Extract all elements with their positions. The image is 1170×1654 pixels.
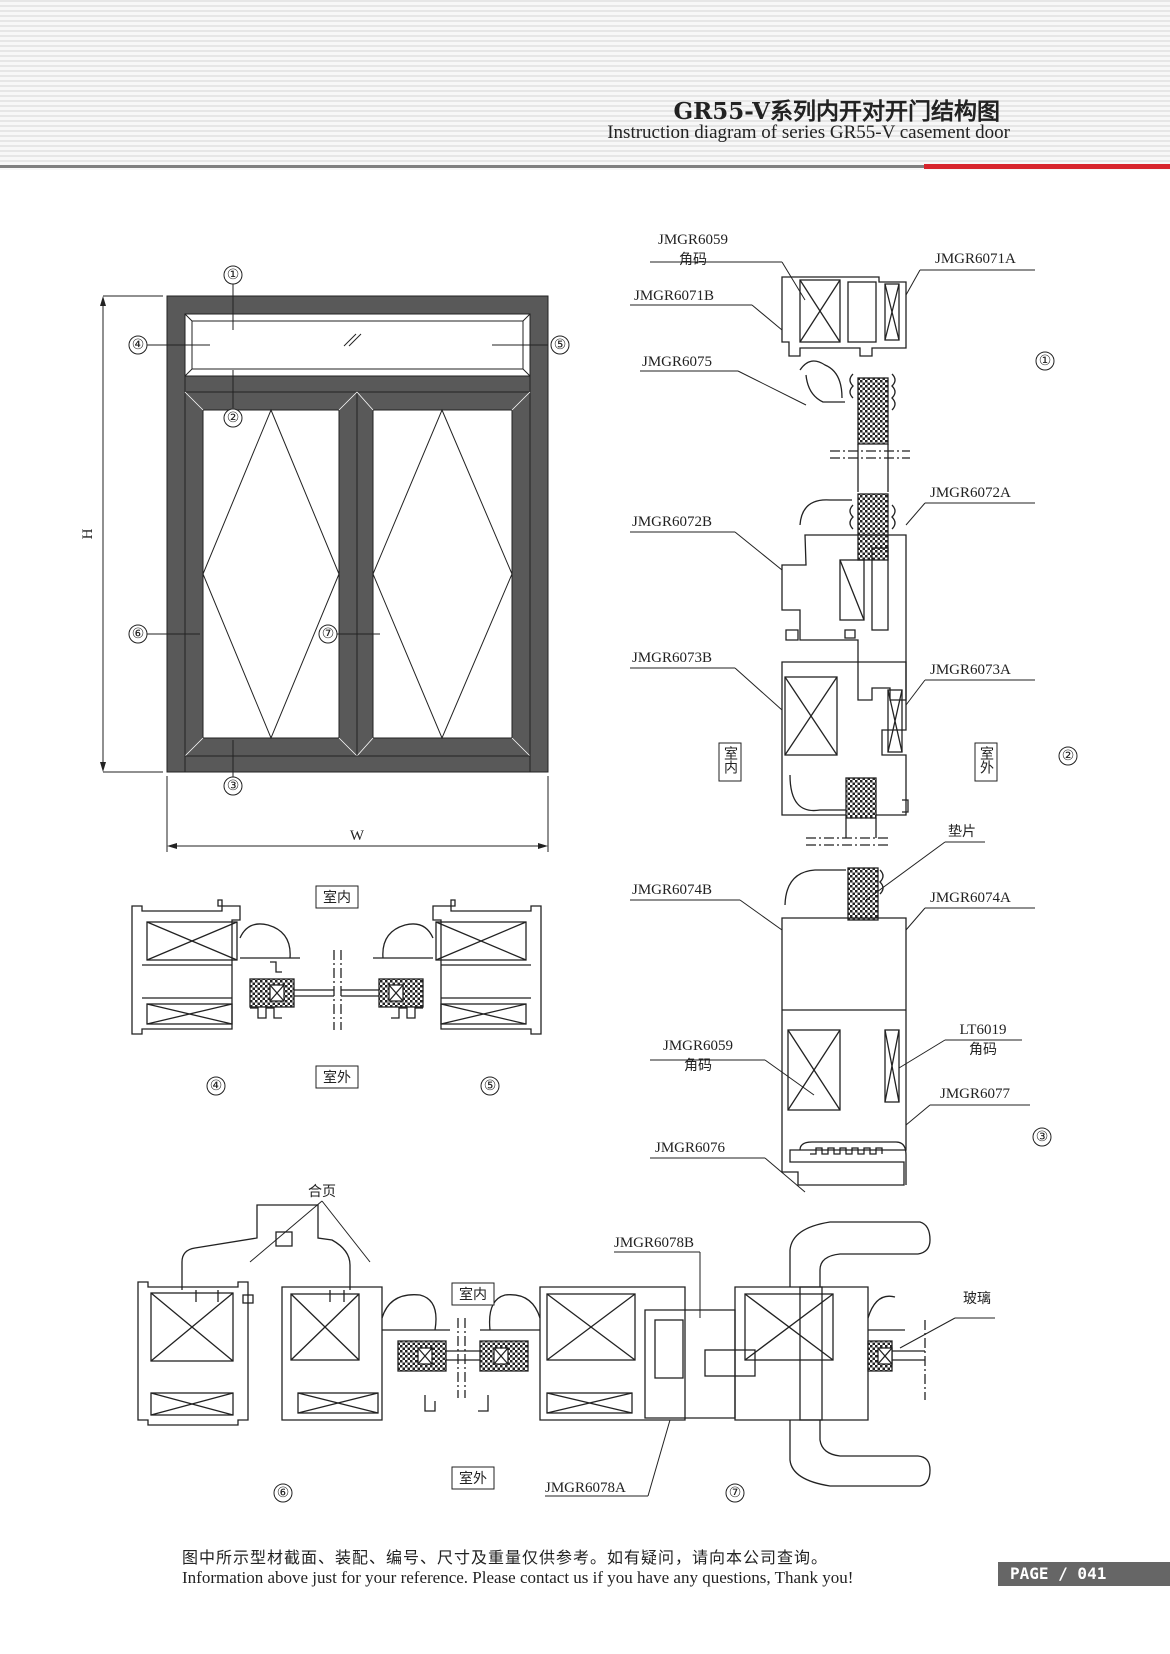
label-jmgr6059-bottom: JMGR6059 (663, 1038, 733, 1054)
horizontal-marker-6: ⑥ (277, 1485, 290, 1501)
transom-section-labels: 室内 室外 ④ ⑤ (206, 885, 500, 1096)
elevation-marker-1: ① (227, 267, 240, 283)
label-lt6019: LT6019 (960, 1022, 1007, 1038)
label-jmgr6078b: JMGR6078B (614, 1235, 694, 1251)
elevation-left-sash (184, 391, 358, 757)
label-jmgr6073b: JMGR6073B (632, 650, 712, 666)
door-elevation: ① ② ③ ④ ⑤ ⑥ ⑦ H W (80, 265, 570, 852)
label-jmgr6074b: JMGR6074B (632, 882, 712, 898)
label-jmgr6078a: JMGR6078A (545, 1480, 626, 1496)
elevation-marker-3: ③ (227, 778, 240, 794)
label-hinge: 合页 (308, 1184, 336, 1200)
label-jmgr6072a: JMGR6072A (930, 485, 1011, 501)
section-marker-3: ③ (1036, 1129, 1049, 1145)
elevation-right-sash (356, 391, 531, 757)
horizontal-outdoor-label: 室外 (459, 1470, 487, 1487)
left-sash-swing-indicator (202, 408, 340, 740)
transom-outdoor-label: 室外 (323, 1069, 351, 1086)
label-lt6019-sub: 角码 (969, 1042, 997, 1058)
title-rule (0, 165, 924, 168)
transom-marker-4: ④ (210, 1078, 223, 1094)
label-glass: 玻璃 (963, 1290, 991, 1307)
label-jmgr6071a: JMGR6071A (935, 251, 1016, 267)
header-stripe-band (0, 0, 1170, 170)
horizontal-indoor-label: 室内 (459, 1286, 487, 1303)
elevation-transom-bar (184, 375, 531, 393)
elevation-marker-6: ⑥ (132, 626, 145, 642)
label-jmgr6077: JMGR6077 (940, 1086, 1011, 1102)
horizontal-section-labels: 合页 JMGR6078B 玻璃 JMGR6078A 室内 室外 ⑥ ⑦ (249, 1184, 995, 1503)
elevation-marker-5: ⑤ (554, 337, 567, 353)
label-jmgr6076: JMGR6076 (655, 1140, 726, 1156)
vertical-section-outdoor-label: 室外 (978, 745, 994, 774)
horizontal-section (137, 1204, 931, 1487)
elevation-marker-7: ⑦ (322, 626, 335, 642)
elevation-marker-2: ② (227, 410, 240, 426)
label-jmgr6071b: JMGR6071B (634, 288, 714, 304)
page-number-badge: PAGE / 041 (998, 1562, 1170, 1586)
vertical-section-labels: JMGR6059 角码 JMGR6071A JMGR6071B JMGR6075… (630, 232, 1078, 1193)
label-jmgr6059-top: JMGR6059 (658, 232, 728, 248)
label-jmgr6075: JMGR6075 (642, 354, 712, 370)
transom-indoor-label: 室内 (323, 889, 351, 906)
footer-note-en: Information above just for your referenc… (182, 1568, 854, 1587)
label-gasket: 垫片 (948, 824, 976, 840)
elevation-marker-4: ④ (132, 337, 145, 353)
footer-note-zh: 图中所示型材截面、装配、编号、尺寸及重量仅供参考。如有疑问，请向本公司查询。 (182, 1548, 829, 1567)
transom-section (131, 899, 542, 1035)
page-subtitle: Instruction diagram of series GR55-V cas… (607, 122, 1010, 143)
label-jmgr6074a: JMGR6074A (930, 890, 1011, 906)
height-dimension-label: H (80, 528, 96, 539)
width-dimension-label: W (350, 828, 365, 844)
label-jmgr6073a: JMGR6073A (930, 662, 1011, 678)
page-title: GR55-V系列内开对开门结构图 (673, 98, 1000, 125)
section-marker-2: ② (1062, 748, 1075, 764)
title-rule-accent (924, 164, 1170, 169)
horizontal-marker-7: ⑦ (729, 1485, 742, 1501)
section-marker-1: ① (1039, 353, 1052, 369)
label-jmgr6059-top-sub: 角码 (679, 252, 707, 268)
right-sash-swing-indicator (372, 408, 513, 740)
vertical-section-indoor-label: 室内 (722, 745, 738, 775)
vertical-section (781, 276, 910, 1186)
transom-marker-5: ⑤ (484, 1078, 497, 1094)
label-jmgr6072b: JMGR6072B (632, 514, 712, 530)
label-jmgr6059-bottom-sub: 角码 (684, 1058, 712, 1074)
